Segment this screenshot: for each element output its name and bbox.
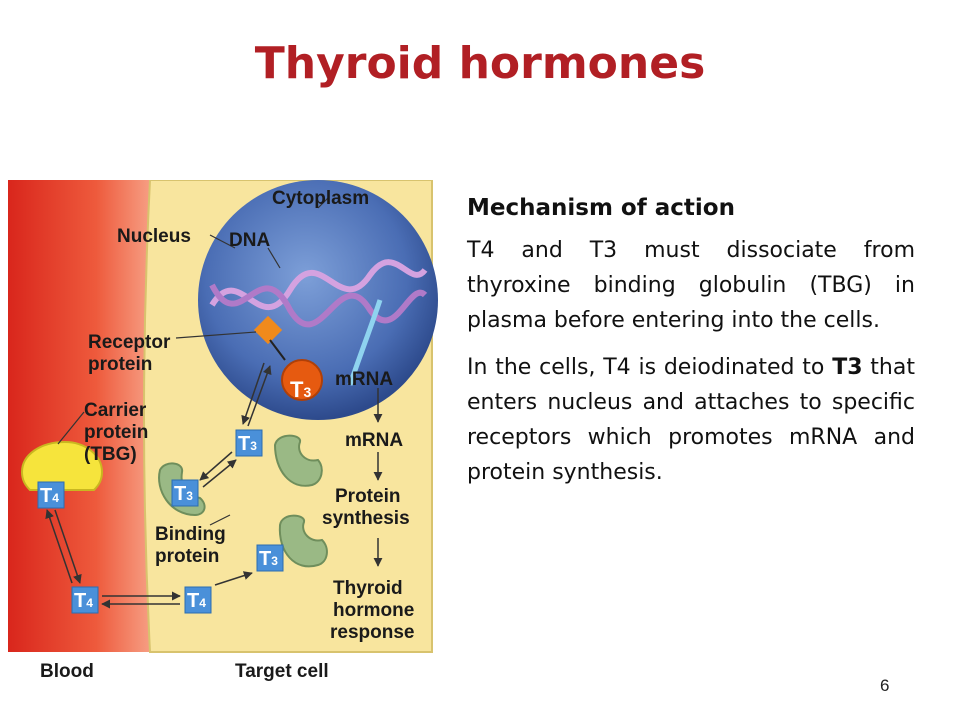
cyto-t3-box-2 xyxy=(171,479,199,507)
label-binding-2: protein xyxy=(155,546,219,567)
leader-nucleus xyxy=(209,234,236,249)
label-target-cell: Target cell xyxy=(235,661,329,682)
label-dna: DNA xyxy=(229,230,270,251)
paragraph-2: In the cells, T4 is deiodinated to T3 th… xyxy=(467,350,915,490)
binding-protein-2 xyxy=(273,434,323,487)
label-receptor-1: Receptor xyxy=(88,332,171,353)
label-carrier-2: protein xyxy=(84,422,148,443)
page-number: 6 xyxy=(880,676,890,695)
cyto-t3-text-3: T3 xyxy=(259,548,278,570)
blood-t4-box xyxy=(71,586,99,614)
cyto-t3-text-1: T3 xyxy=(238,433,257,455)
receptor-link xyxy=(269,339,286,361)
carrier-protein xyxy=(20,440,104,491)
cyto-t3-box-1 xyxy=(235,429,263,457)
label-mrna-cyto: mRNA xyxy=(345,430,403,451)
label-response-1: Thyroid xyxy=(333,578,403,599)
arrow-carrier-to-blood-t4 xyxy=(54,509,82,584)
arrow-nucleus-to-t3 xyxy=(241,362,265,425)
paragraph-1: T4 and T3 must dissociate from thyroxine… xyxy=(467,238,915,333)
dna-strand-2 xyxy=(209,283,428,328)
label-carrier-1: Carrier xyxy=(84,400,147,421)
blood-t4-text: T4 xyxy=(74,590,93,612)
label-carrier-3: (TBG) xyxy=(84,444,137,465)
label-mrna-nucleus: mRNA xyxy=(335,369,393,390)
label-response-2: hormone xyxy=(333,600,414,621)
arrow-blood-t4-to-carrier xyxy=(45,509,73,584)
blood-region xyxy=(8,180,168,652)
carrier-t4-text: T4 xyxy=(40,485,59,507)
label-receptor-2: protein xyxy=(88,354,152,375)
receptor-t3-circle xyxy=(281,359,323,401)
cyto-t3-box-3 xyxy=(256,544,284,572)
binding-protein-3 xyxy=(278,514,328,568)
label-blood: Blood xyxy=(40,661,94,682)
page-title: Thyroid hormones xyxy=(254,38,706,89)
nucleus xyxy=(198,180,438,420)
label-nucleus: Nucleus xyxy=(117,226,191,247)
arrow-binding-to-t3 xyxy=(202,459,237,488)
arrow-t3-to-nucleus xyxy=(247,365,272,427)
arrow-t4-to-t3 xyxy=(214,571,253,586)
paragraph-2-start: In the cells, T4 is deiodinated to xyxy=(467,355,833,380)
label-binding-1: Binding xyxy=(155,524,226,545)
thyroid-mechanism-diagram: T3 T4 T4 T4 T3 T3 T3 xyxy=(8,180,438,682)
mechanism-heading: Mechanism of action xyxy=(467,195,735,221)
carrier-t4-box xyxy=(37,481,65,509)
paragraph-2-bold: T3 xyxy=(832,355,863,380)
leader-binding xyxy=(209,514,231,526)
label-cytoplasm: Cytoplasm xyxy=(272,188,369,209)
leader-receptor xyxy=(175,331,257,339)
arrow-t3-to-binding xyxy=(199,451,233,481)
leader-cytoplasm xyxy=(317,197,329,209)
receptor-t3-text: T3 xyxy=(290,377,311,402)
mrna-strand xyxy=(347,299,383,386)
cell-t4-box xyxy=(184,586,212,614)
paragraph-2-end: that enters nucleus and attaches to spec… xyxy=(467,355,915,485)
label-response-3: response xyxy=(330,622,414,643)
cyto-t3-text-2: T3 xyxy=(174,483,193,505)
leader-dna xyxy=(267,247,281,269)
label-protein-2: synthesis xyxy=(322,508,410,529)
label-protein-1: Protein xyxy=(335,486,400,507)
leader-carrier xyxy=(57,411,85,445)
cell-t4-text: T4 xyxy=(187,590,206,612)
text-panel: Mechanism of action T4 and T3 must disso… xyxy=(467,195,915,502)
